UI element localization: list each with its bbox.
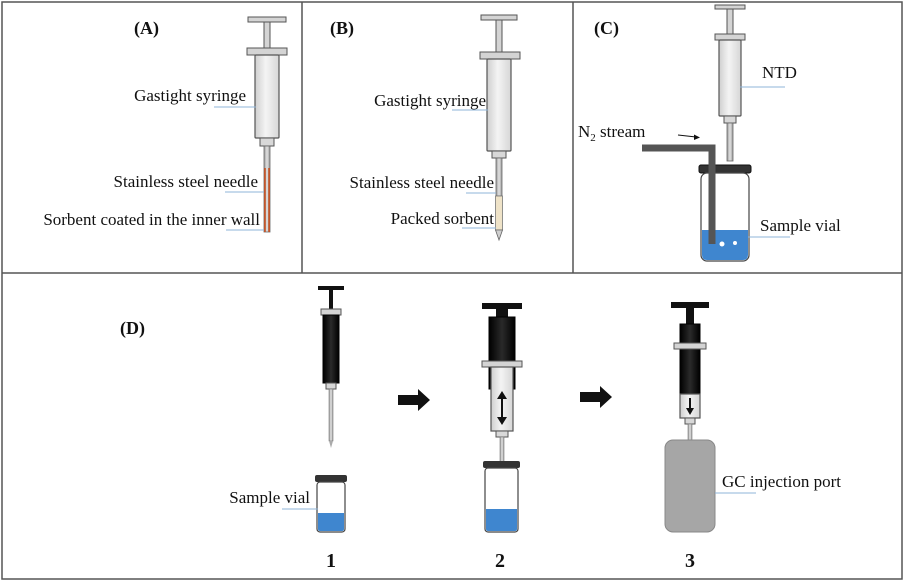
panel-b-label-needle: Stainless steel needle bbox=[350, 173, 494, 192]
step1-sample-vial-icon bbox=[315, 475, 347, 533]
panel-c-heading: (C) bbox=[594, 18, 619, 39]
step-number-1: 1 bbox=[326, 550, 336, 572]
ntd-label: NTD bbox=[762, 63, 797, 82]
gc-injection-port-icon bbox=[664, 439, 716, 533]
panel-c-syringe-icon bbox=[714, 4, 746, 162]
panel-b-syringe-icon bbox=[479, 14, 521, 242]
step3-down-arrow-icon bbox=[686, 398, 694, 415]
panel-a-syringe-icon bbox=[246, 16, 288, 233]
panel-b-leaders bbox=[452, 109, 496, 229]
n2-flow-arrow-icon bbox=[677, 134, 700, 140]
gc-port-label: GC injection port bbox=[722, 472, 841, 491]
step2-syringe-icon bbox=[481, 303, 523, 496]
panel-b: (B) Gastight syringe Stainless steel nee… bbox=[330, 14, 521, 242]
panel-a: (A) Gastight syringe Stainless steel nee… bbox=[43, 16, 288, 233]
panel-a-label-coating: Sorbent coated in the inner wall bbox=[43, 210, 260, 229]
panel-d-heading: (D) bbox=[120, 318, 145, 339]
panel-a-leaders bbox=[214, 106, 264, 231]
step1-syringe-icon bbox=[318, 286, 344, 448]
panel-d: (D) Sample vial bbox=[120, 286, 841, 572]
step-number-3: 3 bbox=[685, 550, 695, 572]
panel-b-label-sorbent: Packed sorbent bbox=[391, 209, 495, 228]
panel-b-heading: (B) bbox=[330, 18, 354, 39]
step3-syringe-icon bbox=[671, 302, 709, 443]
panel-c-vial-label: Sample vial bbox=[760, 216, 841, 235]
step1-vial-label: Sample vial bbox=[229, 488, 310, 507]
panel-a-label-needle: Stainless steel needle bbox=[114, 172, 258, 191]
step2-sample-vial-icon bbox=[483, 461, 520, 533]
panel-c-leaders bbox=[740, 86, 790, 238]
n2-stream-tube-icon bbox=[642, 144, 716, 244]
n2-stream-label: N2 stream bbox=[578, 122, 645, 144]
panel-a-label-syringe: Gastight syringe bbox=[134, 86, 246, 105]
step-arrow-1-icon bbox=[398, 389, 430, 411]
panel-c-sample-vial-icon bbox=[698, 164, 752, 262]
panel-b-label-syringe: Gastight syringe bbox=[374, 91, 486, 110]
panel-a-heading: (A) bbox=[134, 18, 159, 39]
step2-updown-arrow-icon bbox=[497, 391, 507, 425]
step-arrow-2-icon bbox=[580, 386, 612, 408]
panel-c: (C) NTD N2 stream Sample v bbox=[578, 4, 841, 262]
step-number-2: 2 bbox=[495, 550, 505, 572]
